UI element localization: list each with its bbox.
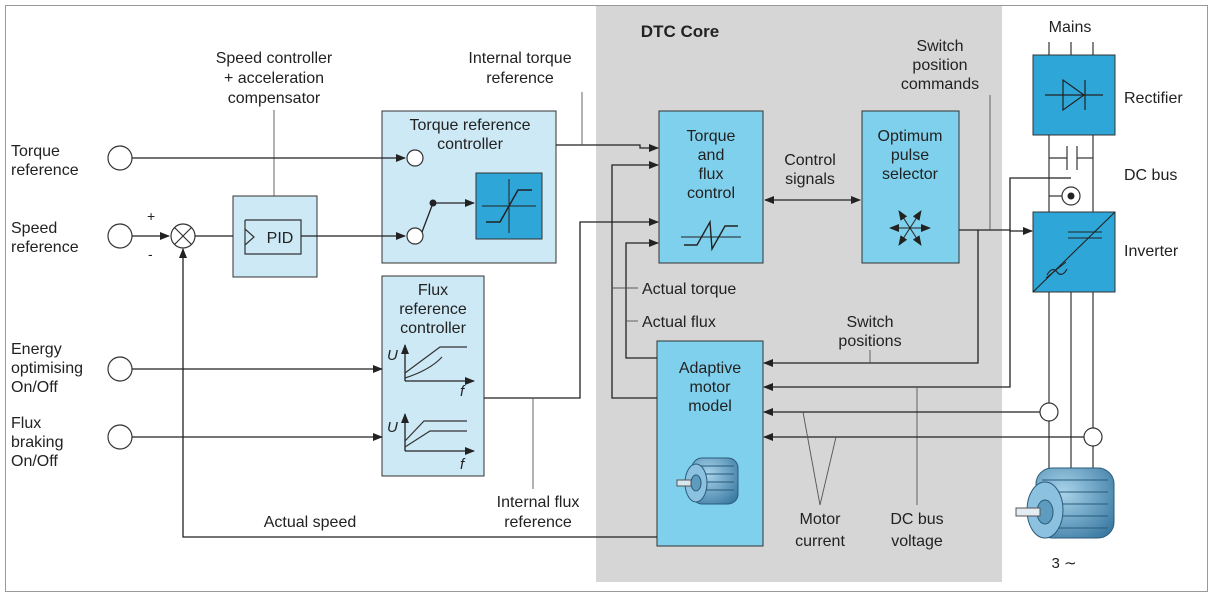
flux-axis-f-bottom: f xyxy=(460,456,466,473)
inverter-icon xyxy=(1032,211,1116,293)
vector-star-icon xyxy=(889,210,931,246)
motor-phase-label: 3 ∼ xyxy=(1051,555,1076,572)
small-motor-icon xyxy=(676,457,739,505)
optimum-pulse-selector-block xyxy=(861,110,960,264)
speed-reference-terminal xyxy=(107,223,133,249)
energy-optimising-terminal xyxy=(107,356,133,382)
motor-current-leaders xyxy=(802,411,837,506)
wire-actual-torque xyxy=(611,161,659,399)
actual-speed-label: Actual speed xyxy=(264,514,357,531)
adaptive-motor-model-block xyxy=(656,340,764,547)
inverter-label: Inverter xyxy=(1124,243,1179,260)
dtc-core-title: DTC Core xyxy=(641,22,719,41)
minus-sign: - xyxy=(148,246,153,262)
flux-axis-u-top: U xyxy=(387,347,398,364)
torque-selector-switch xyxy=(421,199,475,233)
wire-actual-flux xyxy=(625,239,659,359)
torque-switch-terminal-bottom xyxy=(406,227,424,245)
flux-braking-terminal xyxy=(107,424,133,450)
torque-reference-terminal xyxy=(107,145,133,171)
flux-axis-f-top: f xyxy=(460,383,466,400)
actual-torque-label: Actual torque xyxy=(642,281,736,298)
hysteresis-icon xyxy=(681,219,741,252)
torque-limiter-icon xyxy=(475,172,543,240)
pid-label: PID xyxy=(267,230,294,247)
dc-bus-sensor xyxy=(1049,186,1081,206)
flux-curve-energy-icon xyxy=(401,344,475,385)
diode-icon xyxy=(1045,78,1103,112)
mains-lines xyxy=(1048,42,1094,55)
pid-symbol xyxy=(244,219,302,255)
wire-internal-flux-ref xyxy=(484,218,659,399)
dc-bus-lines xyxy=(1048,135,1094,212)
torque-switch-terminal-top xyxy=(406,149,424,167)
flux-axis-u-bottom: U xyxy=(387,419,398,436)
rectifier-label: Rectifier xyxy=(1124,90,1183,107)
flux-reference-controller-block xyxy=(381,275,485,477)
plus-sign: + xyxy=(147,208,155,224)
wire-dc-bus-voltage xyxy=(763,177,1071,391)
induction-motor-icon xyxy=(1015,467,1115,539)
wire-actual-speed xyxy=(179,248,657,538)
current-sensor-2 xyxy=(1083,427,1103,447)
dc-bus-label: DC bus xyxy=(1124,167,1177,184)
actual-flux-label: Actual flux xyxy=(642,314,716,331)
mains-label: Mains xyxy=(1049,19,1092,36)
flux-curve-braking-icon xyxy=(401,413,475,455)
wire-switch-positions xyxy=(763,230,979,367)
current-sensor-1 xyxy=(1039,402,1059,422)
wire-internal-torque-ref xyxy=(556,144,659,152)
summing-junction xyxy=(170,223,196,249)
